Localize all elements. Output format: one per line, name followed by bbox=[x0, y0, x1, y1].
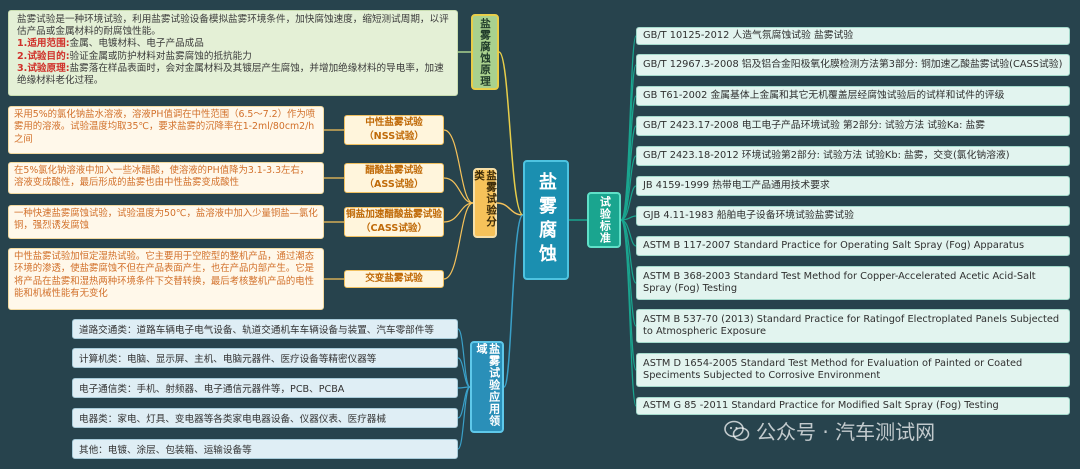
principle-item: 1.适用范围:金属、电镀材料、电子产品成品 bbox=[17, 38, 204, 50]
principle-description: 盐雾试验是一种环境试验，利用盐雾试验设备模拟盐雾环境条件，加快腐蚀速度，缩短测试… bbox=[8, 10, 458, 96]
principle-item: 3.试验原理:盐雾落在样品表面时，会对金属材料及其镀层产生腐蚀，并增加绝缘材料的… bbox=[17, 62, 444, 87]
branch-standards: 试验标准 bbox=[587, 192, 621, 248]
standard-item: ASTM B 117-2007 Standard Practice for Op… bbox=[636, 236, 1070, 256]
standard-item: ASTM G 85 -2011 Standard Practice for Mo… bbox=[636, 397, 1070, 415]
class-desc-cyclic: 中性盐雾试验加恒定湿热试验。它主要用于空腔型的整机产品，通过潮态环境的渗透，使盐… bbox=[8, 248, 324, 310]
standard-item: ASTM B 537-70 (2013) Standard Practice f… bbox=[636, 309, 1070, 343]
standard-item: JB 4159-1999 热带电工产品通用技术要求 bbox=[636, 176, 1070, 196]
branch-application: 盐雾试验应用领域 bbox=[470, 341, 504, 433]
standard-item: GB T61-2002 金属基体上金属和其它无机覆盖层经腐蚀试验后的试样和试件的… bbox=[636, 86, 1070, 106]
class-label-ass: 醋酸盐雾试验（ASS试验） bbox=[344, 163, 444, 193]
standard-item: GB/T 10125-2012 人造气氛腐蚀试验 盐雾试验 bbox=[636, 27, 1070, 45]
class-desc-nss: 采用5%的氯化钠盐水溶液，溶液PH值调在中性范围（6.5～7.2）作为喷雾用的溶… bbox=[8, 106, 324, 154]
standard-item: GB/T 2423.18-2012 环境试验第2部分: 试验方法 试验Kb: 盐… bbox=[636, 146, 1070, 166]
standard-item: GB/T 12967.3-2008 铝及铝合金阳极氧化膜检测方法第3部分: 铜加… bbox=[636, 54, 1070, 76]
application-item: 电子通信类：手机、射频器、电子通信元器件等，PCB、PCBA bbox=[72, 378, 458, 398]
application-item: 其他：电镀、涂层、包装箱、运输设备等 bbox=[72, 439, 458, 459]
standard-item: ASTM D 1654-2005 Standard Test Method fo… bbox=[636, 353, 1070, 387]
application-item: 计算机类：电脑、显示屏、主机、电脑元器件、医疗设备等精密仪器等 bbox=[72, 348, 458, 368]
class-desc-ass: 在5%氯化钠溶液中加入一些冰醋酸，使溶液的PH值降为3.1-3.3左右，溶液变成… bbox=[8, 162, 324, 194]
class-label-nss: 中性盐雾试验（NSS试验） bbox=[344, 115, 444, 145]
branch-classification: 盐雾试验分类 bbox=[473, 168, 497, 238]
principle-item: 2.试验目的:验证金属或防护材料对盐雾腐蚀的抵抗能力 bbox=[17, 50, 252, 62]
application-item: 道路交通类：道路车辆电子电气设备、轨道交通机车车辆设备与装置、汽车零部件等 bbox=[72, 319, 458, 339]
class-label-cyclic: 交变盐雾试验 bbox=[344, 270, 444, 288]
standard-item: GB/T 2423.17-2008 电工电子产品环境试验 第2部分: 试验方法 … bbox=[636, 116, 1070, 136]
application-item: 电器类：家电、灯具、变电器等各类家电电器设备、仪器仪表、医疗器械 bbox=[72, 408, 458, 428]
class-desc-cass: 一种快速盐雾腐蚀试验，试验温度为50℃，盐溶液中加入少量铜盐—氯化铜，强烈诱发腐… bbox=[8, 205, 324, 239]
watermark-text: 公众号 · 汽车测试网 bbox=[756, 420, 936, 444]
watermark: 公众号 · 汽车测试网 bbox=[724, 416, 935, 445]
center-topic: 盐雾腐蚀 bbox=[523, 160, 569, 280]
standard-item: GJB 4.11-1983 船舶电子设备环境试验盐雾试验 bbox=[636, 206, 1070, 226]
standard-item: ASTM B 368-2003 Standard Test Method for… bbox=[636, 266, 1070, 300]
wechat-icon bbox=[724, 420, 750, 441]
class-label-cass: 铜盐加速醋酸盐雾试验（CASS试验） bbox=[344, 207, 444, 237]
principle-intro: 盐雾试验是一种环境试验，利用盐雾试验设备模拟盐雾环境条件，加快腐蚀速度，缩短测试… bbox=[17, 14, 449, 38]
branch-principle: 盐雾腐蚀原理 bbox=[471, 14, 499, 90]
